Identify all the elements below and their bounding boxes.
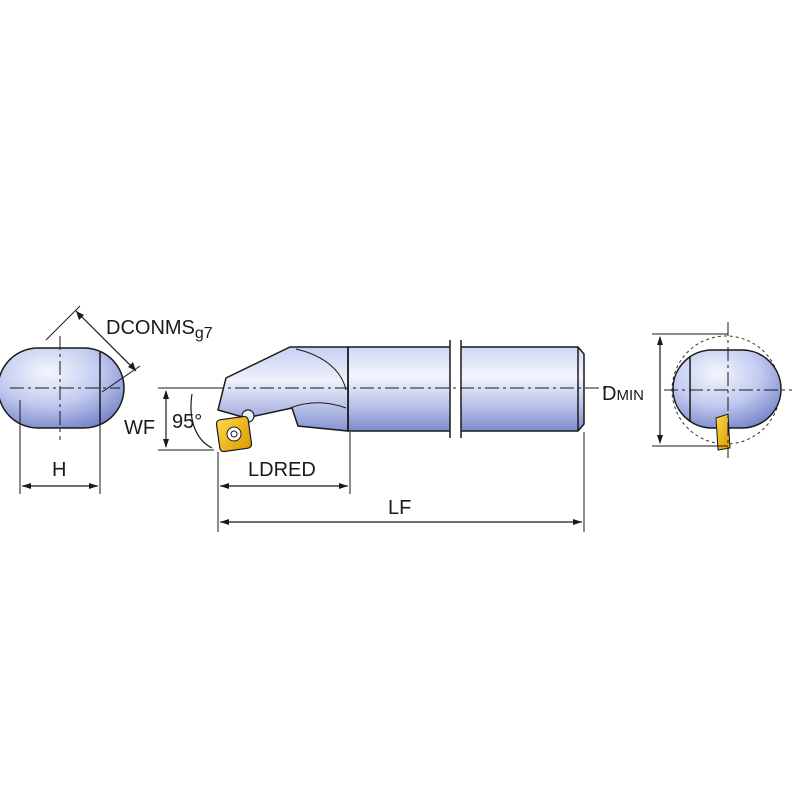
right-shank-section [672,349,782,429]
dconms-dimension-line [75,310,137,372]
angle-arc [190,393,213,449]
right-insert [715,413,731,451]
lf-label: LF [388,497,411,519]
head-neck-curve [295,348,347,391]
shank-break-gap [450,340,461,438]
wf-label: WF [124,417,155,439]
dmin-sub: MIN [616,387,644,404]
insert [215,415,253,453]
ldred-label: LDRED [248,459,316,481]
right-end-view: DMIN [602,322,792,458]
left-end-view: H DCONMSg7 [0,305,213,494]
insert-screw-icon [226,426,242,442]
angle-label: 95° [172,411,202,433]
dmin-main: D [602,383,616,405]
dmin-label: DMIN [602,383,644,405]
dconms-text: DCONMS [106,317,195,339]
h-label: H [52,459,66,481]
shank-body [347,346,585,432]
dconms-label: DCONMSg7 [106,317,213,342]
side-view: WF 95° LDRED LF [124,340,610,532]
dconms-tolerance: g7 [195,325,213,342]
